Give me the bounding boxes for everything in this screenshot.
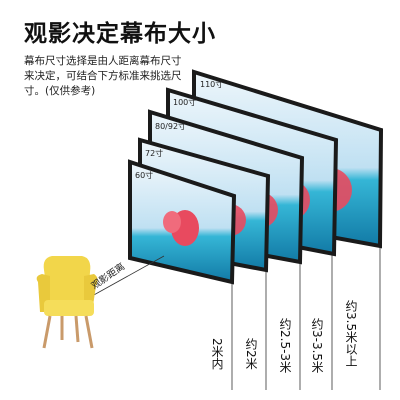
screen-label-100: 100寸	[173, 97, 196, 107]
distance-label-2: 约2米	[244, 338, 258, 370]
screen-label-60: 60寸	[135, 170, 153, 180]
screen-60	[128, 159, 237, 285]
distance-label-5: 约3.5米以上	[344, 300, 358, 368]
distance-label-4: 约3-3.5米	[310, 318, 324, 374]
screen-label-110: 110寸	[200, 79, 223, 89]
distance-label-1: 2米内	[210, 338, 224, 370]
chair-icon	[36, 256, 98, 349]
page-title: 观影决定幕布大小	[24, 21, 216, 47]
viewing-distance-line	[91, 255, 165, 297]
distance-lines	[231, 246, 381, 390]
description-text: 幕布尺寸选择是由人距离幕布尺寸来决定，可结合下方标准来挑选尺寸。(仅供参考)	[24, 55, 182, 97]
screen-label-72: 72寸	[145, 148, 163, 158]
distance-label-3: 约2.5-3米	[278, 318, 292, 374]
screen-label-80-92: 80/92寸	[155, 121, 186, 131]
